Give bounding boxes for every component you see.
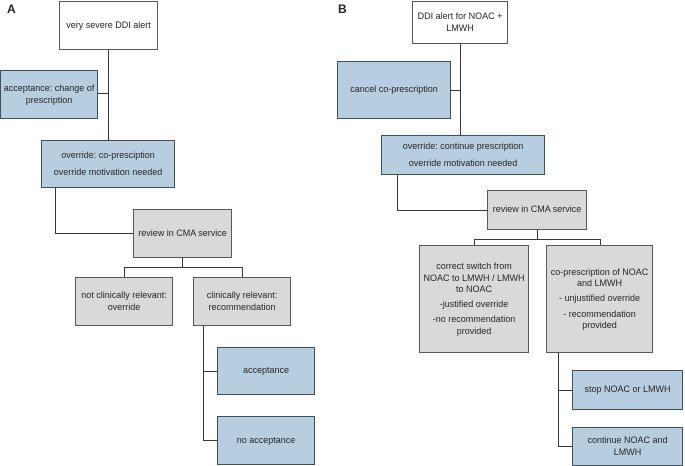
text-line: LMWH	[446, 22, 474, 33]
text-line: very severe DDI alert	[66, 19, 151, 30]
node-not-clinically-relevant: not clinically relevant: override	[75, 277, 173, 326]
text-line: -justified override	[439, 299, 509, 309]
node-text: override motivation needed	[54, 167, 163, 178]
text-line: - recommendation	[563, 308, 636, 319]
connector-line	[600, 239, 601, 245]
text-line: override motivation needed	[408, 157, 518, 168]
connector-line	[98, 93, 108, 94]
panel-a-label: A	[7, 2, 16, 16]
text-line: prescription	[25, 94, 73, 105]
node-coprescription-noac-lmwh: co-prescription of NOAC and LMWH - unjus…	[546, 245, 653, 353]
node-text: co-prescription of NOAC and LMWH	[551, 267, 649, 290]
connector-line	[203, 326, 204, 441]
connector-line	[474, 239, 475, 245]
node-text: override: co-presciption	[61, 150, 155, 161]
node-acceptance-change-of-prescription: acceptance: change of prescription	[0, 70, 98, 119]
node-clinically-relevant: clinically relevant: recommendation	[193, 277, 291, 326]
connector-line	[460, 44, 461, 135]
connector-line	[451, 90, 460, 91]
connector-line	[203, 440, 217, 441]
text-line: NOAC to LMWH / LMWH	[423, 272, 525, 283]
node-continue-noac-and-lmwh: continue NOAC and LMWH	[572, 427, 683, 466]
node-acceptance: acceptance	[217, 347, 315, 395]
connector-line	[124, 267, 243, 268]
text-line: - unjustified override	[558, 293, 641, 304]
text-line: override: co-presciption	[61, 150, 155, 161]
node-text: DDI alert for NOAC + LMWH	[418, 11, 503, 34]
connector-line	[558, 446, 572, 447]
node-text: cancel co-prescription	[350, 84, 438, 95]
text-line: no acceptance	[236, 434, 296, 445]
node-text: continue NOAC and LMWH	[587, 435, 667, 458]
node-text: - unjustified override	[559, 293, 640, 304]
text-line: review in CMA service	[138, 227, 227, 238]
node-text: override: continue prescription	[403, 141, 524, 152]
text-line: LMWH	[613, 446, 642, 457]
text-line: and LMWH	[576, 278, 622, 289]
connector-line	[182, 258, 183, 268]
text-line: clinically relevant:	[206, 290, 278, 301]
node-ddi-alert-noac-lmwh: DDI alert for NOAC + LMWH	[412, 1, 508, 44]
node-text: no acceptance	[237, 435, 296, 446]
text-line: cancel co-prescription	[350, 84, 438, 95]
node-text: - recommendation provided	[563, 309, 636, 332]
connector-line	[558, 390, 572, 391]
connector-line	[55, 188, 56, 233]
node-correct-switch: correct switch from NOAC to LMWH / LMWH …	[419, 245, 529, 353]
connector-line	[397, 210, 487, 211]
text-line: acceptance: change of	[3, 83, 95, 94]
connector-line	[124, 267, 125, 277]
node-text: override motivation needed	[409, 158, 518, 169]
node-very-severe-ddi-alert: very severe DDI alert	[59, 1, 158, 50]
text-line: acceptance	[242, 365, 290, 376]
text-line: override	[107, 301, 141, 312]
connector-line	[397, 175, 398, 210]
text-line: to NOAC	[455, 283, 492, 294]
text-line: stop NOAC or LMWH	[584, 384, 671, 395]
node-text: clinically relevant: recommendation	[207, 290, 278, 313]
node-override-continue-prescription: override: continue prescription override…	[381, 135, 545, 175]
connector-line	[242, 267, 243, 277]
node-review-cma-service-b: review in CMA service	[487, 190, 587, 230]
node-stop-noac-or-lmwh: stop NOAC or LMWH	[572, 370, 683, 410]
panel-b-label: B	[338, 2, 347, 16]
text-line: DDI alert for NOAC +	[417, 11, 503, 22]
connector-line	[558, 353, 559, 447]
connector-line	[474, 239, 601, 240]
node-text: correct switch from NOAC to LMWH / LMWH …	[423, 261, 524, 295]
text-line: correct switch from	[436, 261, 512, 272]
node-text: very severe DDI alert	[66, 20, 151, 31]
node-text: -justified override	[440, 299, 509, 310]
connector-line	[108, 50, 109, 140]
node-text: stop NOAC or LMWH	[584, 384, 670, 395]
connector-line	[203, 371, 217, 372]
node-review-cma-service-a: review in CMA service	[133, 209, 232, 258]
node-text: review in CMA service	[493, 204, 582, 215]
text-line: provided	[582, 319, 617, 330]
text-line: -no recommendation	[432, 314, 516, 325]
text-line: override: continue prescription	[402, 141, 524, 152]
node-text: -no recommendation provided	[433, 314, 516, 337]
text-line: override motivation needed	[53, 166, 163, 177]
node-text: not clinically relevant: override	[81, 290, 167, 313]
text-line: co-prescription of NOAC	[550, 266, 649, 277]
node-no-acceptance: no acceptance	[217, 416, 315, 465]
node-text: acceptance	[243, 365, 289, 376]
text-line: provided	[456, 325, 492, 336]
connector-line	[55, 233, 133, 234]
node-override-coprescription: override: co-presciption override motiva…	[41, 140, 175, 188]
text-line: recommendation	[208, 301, 276, 312]
text-line: continue NOAC and	[587, 435, 668, 446]
node-text: acceptance: change of prescription	[4, 83, 95, 106]
connector-line	[537, 230, 538, 240]
text-line: review in CMA service	[492, 204, 582, 215]
text-line: not clinically relevant:	[81, 290, 167, 301]
node-text: review in CMA service	[138, 228, 227, 239]
node-cancel-coprescription: cancel co-prescription	[337, 61, 451, 119]
